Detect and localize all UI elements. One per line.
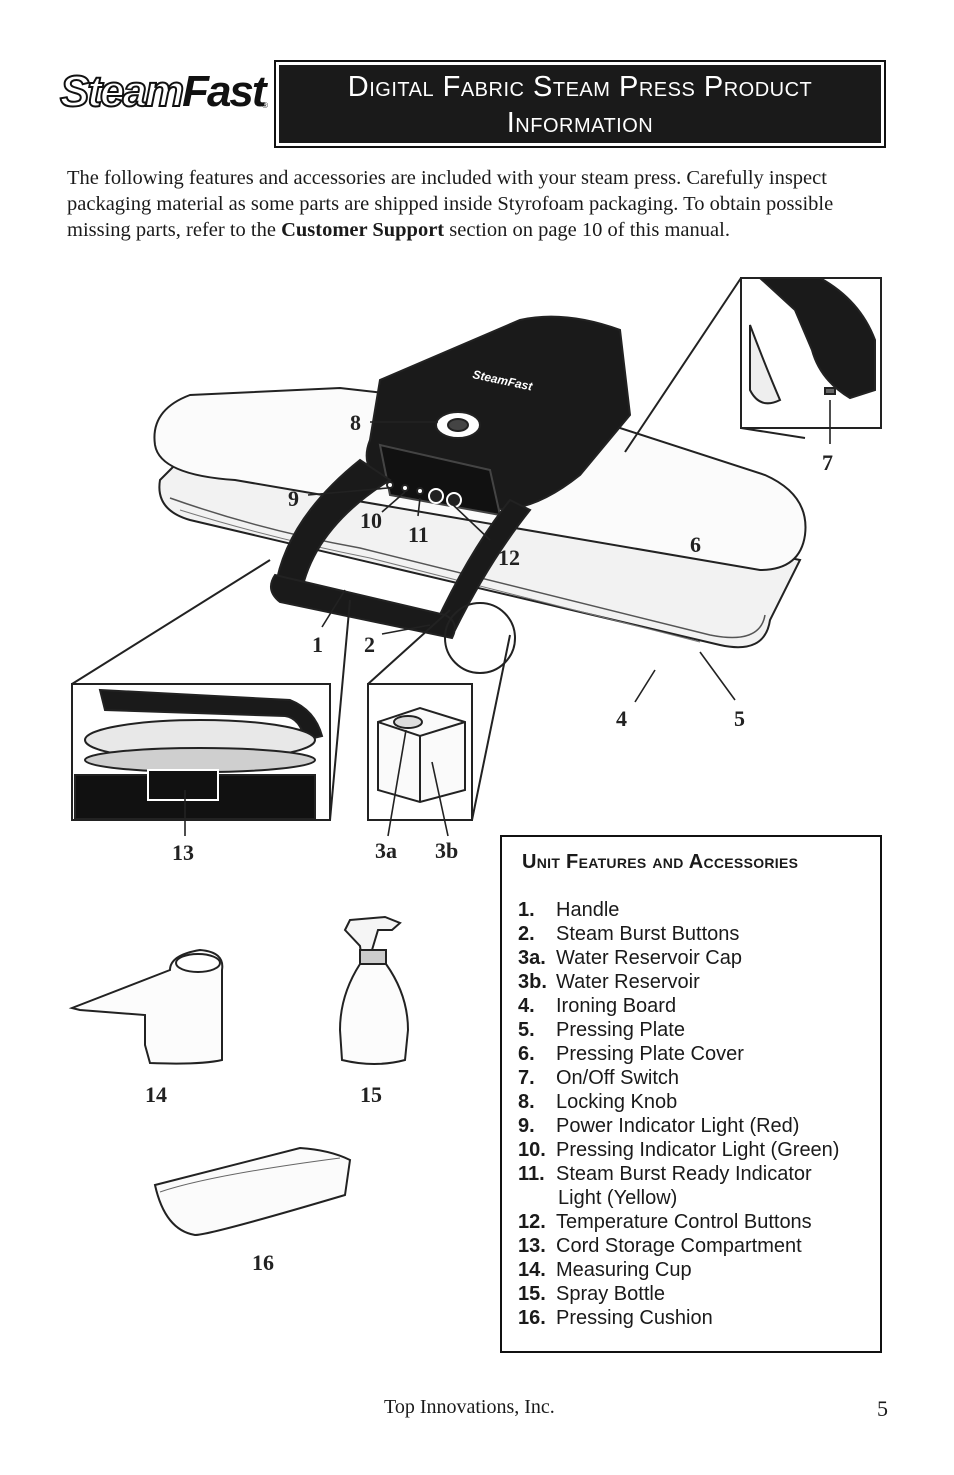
callout-11: 11 [408, 522, 429, 547]
feature-number: 13. [518, 1235, 546, 1257]
feature-item: 9. Power Indicator Light (Red) [518, 1114, 880, 1138]
feature-item: 3b. Water Reservoir [518, 970, 880, 994]
feature-number: 16. [518, 1307, 546, 1329]
pressing-plate-edge [169, 497, 766, 639]
footer-company: Top Innovations, Inc. [384, 1396, 555, 1418]
callout-2: 2 [364, 632, 375, 657]
logo-wordmark: SteamFast [59, 66, 267, 117]
feature-label: Water Reservoir Cap [556, 947, 742, 969]
feature-item: 10. Pressing Indicator Light (Green) [518, 1138, 880, 1162]
callout-7: 7 [822, 450, 833, 475]
feature-label: Temperature Control Buttons [556, 1211, 812, 1233]
callout-4: 4 [616, 706, 627, 731]
feature-item: 3a. Water Reservoir Cap [518, 946, 880, 970]
feature-label: Handle [556, 899, 620, 921]
callout-1: 1 [312, 632, 323, 657]
feature-label: Ironing Board [556, 995, 677, 1017]
page-title-line1: Digital Fabric Steam Press Product [347, 71, 813, 103]
feature-label: Pressing Plate [556, 1019, 685, 1041]
pressing-cushion-shape [153, 1146, 352, 1237]
feature-item: 5. Pressing Plate [518, 1018, 880, 1042]
feature-label: Cord Storage Compartment [556, 1235, 802, 1257]
feature-number: 12. [518, 1211, 546, 1233]
unit-features-list: 1. Handle 2. Steam Burst Buttons 3a. Water Re… [518, 898, 880, 1330]
feature-number: 14. [518, 1259, 546, 1281]
callout-12: 12 [498, 545, 520, 570]
feature-number: 3a. [518, 947, 546, 969]
feature-item: 7. On/Off Switch [518, 1066, 880, 1090]
callout-10: 10 [360, 508, 382, 533]
page-number: 5 [877, 1396, 888, 1421]
handle-grip [270, 573, 456, 640]
feature-label: Steam Burst Buttons [556, 923, 740, 945]
feature-label: Pressing Plate Cover [556, 1043, 744, 1065]
feature-label: Water Reservoir [556, 971, 700, 993]
spray-bottle-shape [343, 915, 402, 963]
feature-number: 1. [518, 899, 535, 921]
feature-number: 2. [518, 923, 535, 945]
callout-5: 5 [734, 706, 745, 731]
feature-number: 15. [518, 1283, 546, 1305]
feature-number: 11. [518, 1163, 545, 1185]
feature-item: 4. Ironing Board [518, 994, 880, 1018]
steamfast-logo: SteamFast ® [59, 66, 268, 118]
feature-item: 2. Steam Burst Buttons [518, 922, 880, 946]
feature-item: 8. Locking Knob [518, 1090, 880, 1114]
product-illustration: SteamFast [68, 277, 882, 1275]
feature-number: 10. [518, 1139, 546, 1161]
feature-label: On/Off Switch [556, 1067, 680, 1089]
unit-features-heading: Unit Features and Accessories [522, 851, 799, 873]
feature-item: 12. Temperature Control Buttons [518, 1210, 880, 1234]
feature-item: 6. Pressing Plate Cover [518, 1042, 880, 1066]
callout-15: 15 [360, 1082, 382, 1107]
callout-3a: 3a [375, 838, 397, 863]
feature-label: Steam Burst Ready Indicator [556, 1163, 812, 1185]
feature-label: Measuring Cup [556, 1259, 692, 1281]
feature-item: 14. Measuring Cup [518, 1258, 880, 1282]
feature-number: 4. [518, 995, 535, 1017]
feature-number: 5. [518, 1019, 535, 1041]
feature-number: 9. [518, 1115, 535, 1137]
page-title: Digital Fabric Steam Press Product Infor… [279, 65, 881, 143]
page-title-line2: Information [506, 107, 654, 139]
feature-label: Spray Bottle [556, 1283, 665, 1305]
feature-number: 6. [518, 1043, 535, 1065]
callout-14: 14 [145, 1082, 167, 1107]
callout-16: 16 [252, 1250, 274, 1275]
feature-label: Power Indicator Light (Red) [556, 1115, 800, 1137]
feature-number: 7. [518, 1067, 535, 1089]
feature-label: Pressing Cushion [556, 1307, 713, 1329]
page-title-box: Digital Fabric Steam Press Product Infor… [274, 60, 886, 148]
feature-item: 1. Handle [518, 898, 880, 922]
callout-13: 13 [172, 840, 194, 865]
registered-mark: ® [262, 101, 268, 110]
feature-number: 8. [518, 1091, 535, 1113]
feature-number: 3b. [518, 971, 547, 993]
callout-6: 6 [690, 532, 701, 557]
feature-item: 15. Spray Bottle [518, 1282, 880, 1306]
callout-9: 9 [288, 486, 299, 511]
feature-label: Locking Knob [556, 1091, 678, 1113]
callout-8: 8 [350, 410, 361, 435]
feature-item: 13. Cord Storage Compartment [518, 1234, 880, 1258]
feature-label-continued: Light (Yellow) [558, 1187, 678, 1209]
feature-item: 16. Pressing Cushion [518, 1306, 880, 1330]
feature-label: Pressing Indicator Light (Green) [556, 1139, 840, 1161]
intro-paragraph: The following features and accessories a… [67, 167, 834, 241]
measuring-cup-shape [68, 948, 224, 1065]
customer-support-ref: Customer Support [281, 219, 445, 241]
callout-3b: 3b [435, 838, 458, 863]
